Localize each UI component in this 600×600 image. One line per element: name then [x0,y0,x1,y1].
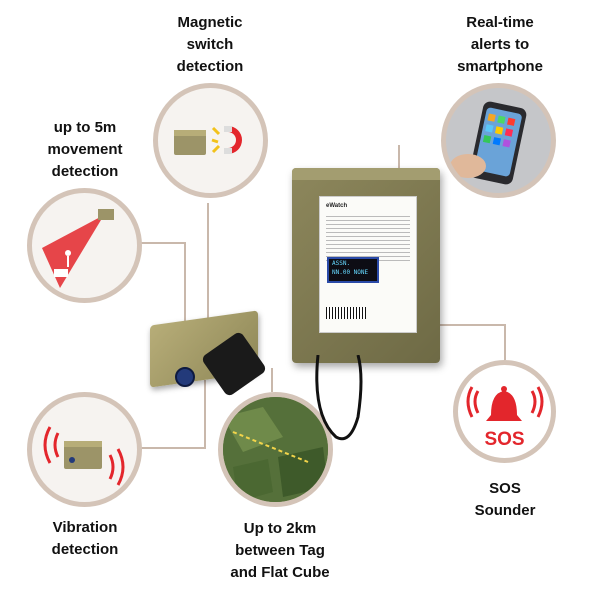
realtime-alerts-circle [441,83,556,198]
device-brand: eWatch [326,203,348,209]
bell-icon [466,386,544,421]
magnetic-detection-circle [153,83,268,198]
instruction-text-lines [326,213,410,263]
satellite-map-icon [223,397,328,502]
range-map-circle [218,392,333,507]
display-line-2: NN.00 NONE [332,269,369,276]
vibration-detection-circle [27,392,142,507]
label-sos-sounder: SOS Sounder [474,480,536,519]
movement-detection-circle [27,188,142,303]
tag-button [175,367,195,387]
sos-sounder-circle: SOS [453,360,556,463]
smartphone-icon [450,101,527,185]
display-line-1: ASSN. [332,260,351,267]
device-cable [315,355,363,441]
movement-beam-icon [42,209,114,288]
flat-cube-device: eWatch ASSN. NN.00 NONE [292,168,440,363]
device-display: ASSN. NN.00 NONE [327,257,379,283]
magnet-icon [174,126,242,155]
label-movement-detection: up to 5m movement detection [47,119,123,180]
sos-badge-text: SOS [484,429,525,450]
label-realtime-alerts: Real-time alerts to smartphone [457,14,543,75]
connector-vibration [128,380,206,449]
label-vibration-detection: Vibration detection [51,519,119,558]
connector-sos [420,324,506,360]
vibration-waves-icon [43,426,125,486]
connector-movement [130,242,186,330]
barcode [326,307,366,319]
label-range: Up to 2km between Tag and Flat Cube [230,520,330,581]
flat-cube-top [292,168,440,180]
label-magnetic-detection: Magnetic switch detection [176,14,244,75]
